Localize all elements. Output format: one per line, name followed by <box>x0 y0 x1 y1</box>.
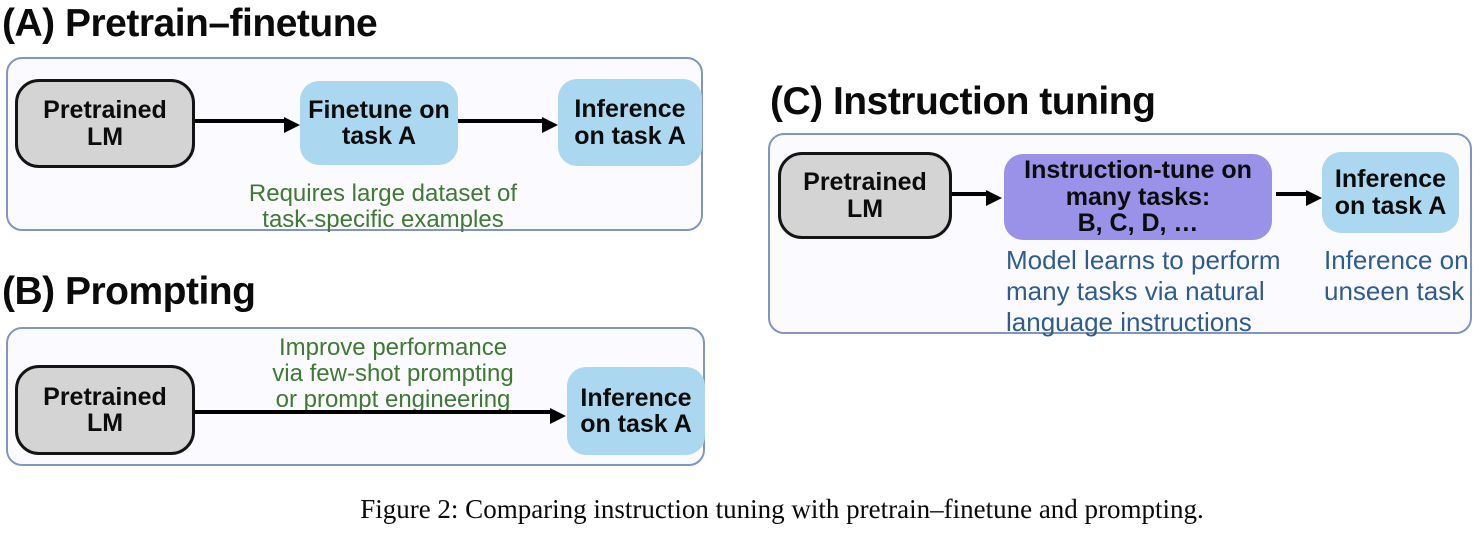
arrow-right <box>1276 190 1322 206</box>
panel-a-note: Requires large dataset of task-specific … <box>248 180 518 233</box>
pretrained-lm-box: Pretrained LM <box>15 79 195 168</box>
finetune-task-a-box: Finetune on task A <box>300 81 458 165</box>
inference-task-a-box: Inference on task A <box>558 79 702 166</box>
inference-task-a-box: Inference on task A <box>1322 152 1459 233</box>
panel-c-instruction-tuning: Pretrained LM Instruction-tune on many t… <box>768 133 1472 337</box>
panel-c-note-right: Inference on unseen task <box>1324 245 1469 306</box>
pretrained-lm-box: Pretrained LM <box>15 365 195 455</box>
arrow-right <box>952 190 1002 206</box>
arrow-right <box>458 117 558 133</box>
arrow-right <box>195 117 300 133</box>
pretrained-lm-box: Pretrained LM <box>778 152 952 239</box>
panel-b-note: Improve performance via few-shot prompti… <box>272 334 514 413</box>
arrow-right <box>195 408 566 424</box>
instruction-tune-box: Instruction-tune on many tasks: B, C, D,… <box>1004 154 1272 240</box>
panel-a-pretrain-finetune: Pretrained LM Finetune on task A Inferen… <box>6 57 703 233</box>
panel-c-title: (C) Instruction tuning <box>770 80 1156 123</box>
panel-b-prompting: Pretrained LM Improve performance via fe… <box>6 327 705 466</box>
panel-a-title: (A) Pretrain–finetune <box>2 2 378 45</box>
panel-b-title: (B) Prompting <box>2 270 256 313</box>
panel-c-note-left: Model learns to perform many tasks via n… <box>1006 245 1281 337</box>
figure-caption: Figure 2: Comparing instruction tuning w… <box>360 494 1204 524</box>
inference-task-a-box: Inference on task A <box>567 367 705 455</box>
